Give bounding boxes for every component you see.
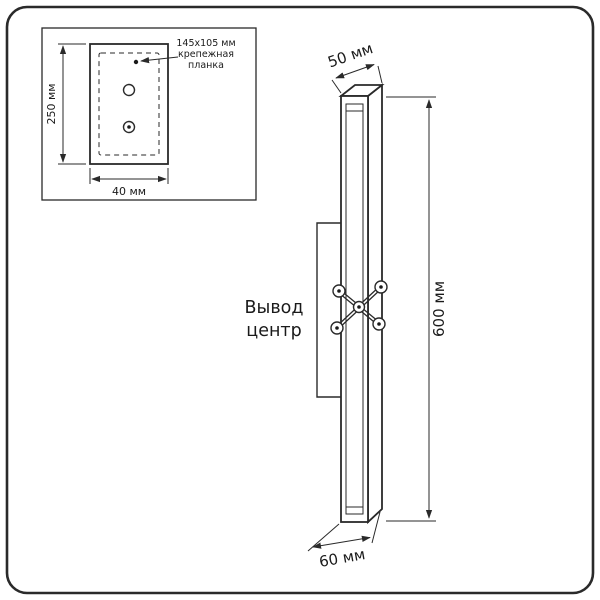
dimension-600: 600 мм — [386, 96, 448, 522]
mounting-plate-dashed-outline — [98, 52, 160, 156]
mounting-plate — [89, 43, 169, 165]
mounting-bracket — [330, 280, 388, 335]
dimension-600-text: 600 мм — [430, 281, 448, 337]
lamp-bottom-edge — [367, 508, 383, 523]
outlet-label-line2: центр — [246, 321, 301, 341]
page-border — [5, 5, 595, 595]
wall-plate — [316, 222, 341, 398]
outlet-label-line1: Вывод — [245, 298, 304, 318]
annotation-size-text: 145x105 мм — [176, 38, 235, 49]
annotation-text-line3: планка — [188, 60, 224, 71]
dimension-40: 40 мм — [89, 168, 169, 198]
lamp-drawing: Вывод центр 50 мм 600 мм 60 мм — [245, 39, 448, 571]
dimension-250: 250 мм — [45, 43, 86, 165]
dimension-40-text: 40 мм — [112, 185, 146, 198]
mounting-hole-bottom-center — [127, 125, 131, 129]
mounting-hole-top — [122, 83, 136, 97]
annotation-leader-line — [140, 56, 179, 64]
dimension-60-text: 60 мм — [318, 545, 367, 571]
inset-detail: 145x105 мм крепежная планка 250 мм 40 мм — [41, 27, 257, 201]
dimension-250-text: 250 мм — [45, 83, 58, 124]
annotation-dot — [133, 59, 139, 65]
annotation-text-line2: крепежная — [178, 49, 234, 60]
lamp-side-face — [367, 83, 383, 525]
inset-box — [41, 27, 257, 201]
